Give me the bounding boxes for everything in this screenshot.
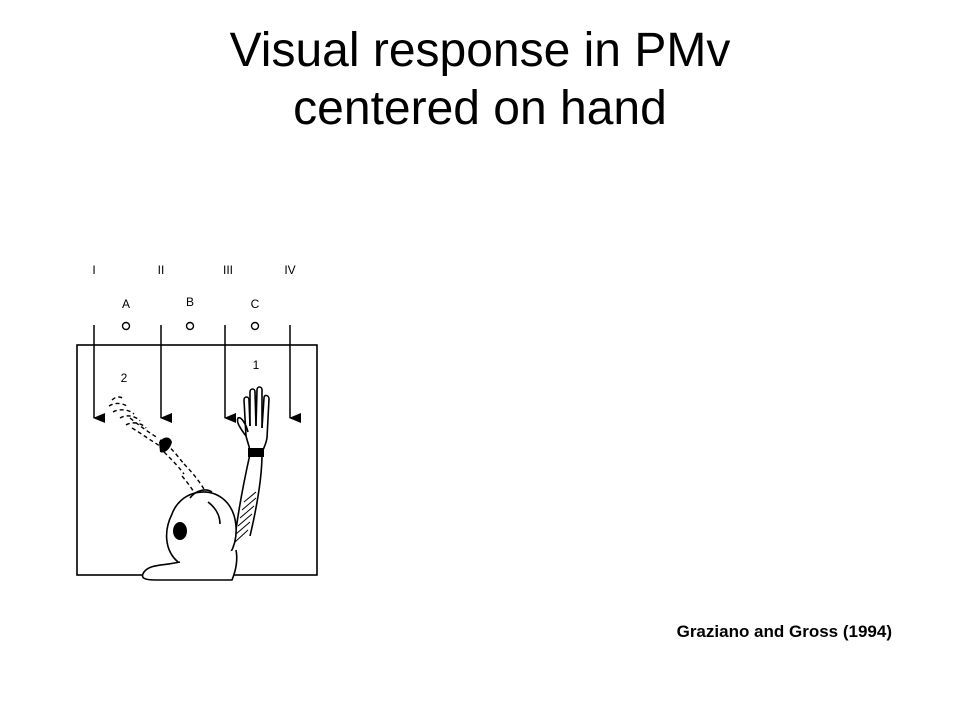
monkey-eye (173, 522, 187, 540)
trajectory-label-3: III (223, 263, 233, 277)
trajectory-label-2: II (158, 263, 165, 277)
wristband-position-1 (248, 448, 264, 457)
wristband-position-2 (159, 437, 172, 453)
trajectory-label-4: IV (284, 263, 295, 277)
trajectory-label-1: I (92, 263, 95, 277)
position-label-a: A (122, 297, 130, 311)
monkey-body (141, 549, 238, 581)
hand-centered-receptive-field-figure: I II III IV A B C 2 1 (60, 240, 360, 600)
hand-position-label-1: 1 (253, 358, 260, 372)
slide-title: Visual response in PMv centered on hand (0, 22, 960, 138)
fixation-point-b (185, 321, 195, 331)
arm-position-1 (235, 386, 270, 537)
position-label-c: C (251, 297, 260, 311)
fixation-point-a (121, 321, 131, 331)
hand-position-label-2: 2 (121, 371, 128, 385)
slide-title-line-2: centered on hand (293, 82, 667, 135)
fixation-point-c (250, 321, 260, 331)
slide-title-line-1: Visual response in PMv (229, 24, 731, 77)
citation: Graziano and Gross (1994) (676, 622, 892, 641)
figure-drawing: I II III IV A B C 2 1 (76, 263, 318, 581)
shoulder-hatching (234, 491, 257, 543)
position-label-b: B (186, 295, 194, 309)
